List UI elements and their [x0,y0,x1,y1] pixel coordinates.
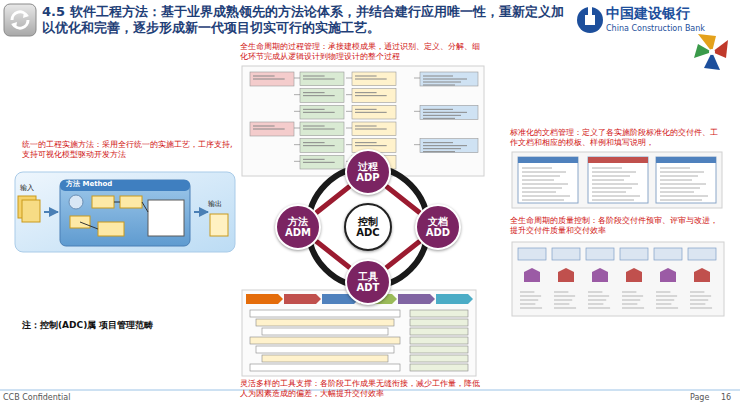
phase-circle: 文档ADD [415,204,461,250]
circle-text: ADP [356,172,379,184]
footer-text: 16 [721,393,737,403]
callout-text: 输出 [208,200,234,209]
callout-text: 全生命周期的过程管理：承接建模成果，通过识别、定义、分解、细化环节完成从逻辑设计… [240,42,486,62]
decoration [694,34,728,70]
circle-text: 控制 [358,216,378,228]
callout-text: 灵活多样的工具支撑：各阶段工作成果无缝衔接，减少工作量，降低人为因素造成的偏差，… [240,379,486,399]
circle-text: 过程 [358,161,378,173]
footer-text: CCB Confidential [3,393,153,403]
method-picture [15,172,235,252]
circle-text: 工具 [358,271,378,283]
quality-flow-screenshot [512,242,724,316]
phase-circle: 过程ADP [345,149,391,195]
diamond-link [317,187,349,212]
circle-text: 方法 [288,216,308,228]
panel-title: 方法 Method [66,180,176,189]
logo-text: China Construction Bank [606,24,736,34]
phase-circle: 方法ADM [275,204,321,250]
diamond-link [387,242,419,267]
document-templates-screenshot [512,152,722,208]
circle-text: ADM [285,227,311,239]
callout-text: 注：控制(ADC)属 项目管理范畴 [22,320,237,331]
footer-text: Page [690,393,720,403]
phase-circle: 工具ADT [345,259,391,305]
callout-text: 统一的工程实施方法：采用全行统一的实施工艺，工序支持,支持可视化模型驱动开发方法 [22,140,237,160]
diamond-link [317,242,349,267]
bank-logo [577,7,603,33]
callout-text: 输入 [20,184,50,193]
circle-text: ADT [357,282,380,294]
center-circle: 控制ADC [344,203,392,251]
cycle-icon [4,4,36,36]
slide-title: 4.5 软件工程方法：基于业界成熟领先的方法论体系，并结合建行应用唯一性，重新定… [42,4,572,37]
callout-text: 标准化的文档管理：定义了各实施阶段标准化的交付件、工作文档和相应的模板、样例和填… [510,128,725,148]
logo-text: 中国建设银行 [606,5,736,23]
diamond-link [387,187,419,212]
circle-text: ADC [356,227,379,239]
circle-text: 文档 [428,216,448,228]
callout-text: 全生命周期的质量控制：各阶段交付件预审、评审与改进，提升交付件质量和交付效率 [510,216,725,236]
circle-text: ADD [426,227,450,239]
